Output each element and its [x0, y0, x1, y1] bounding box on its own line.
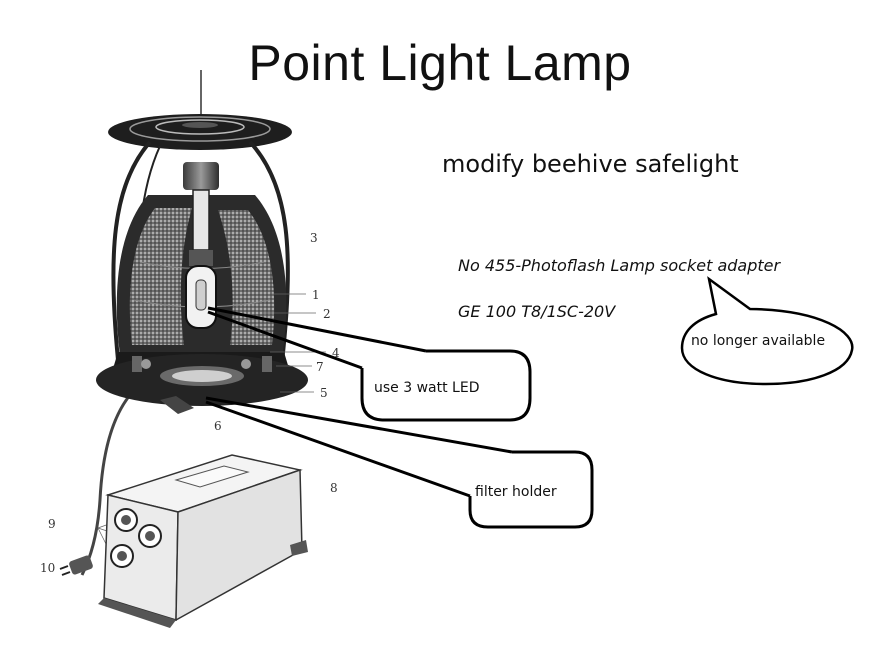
- part-number-3: 3: [310, 231, 318, 245]
- callout-availability-bubble: [680, 276, 854, 386]
- part-number-4: 4: [332, 346, 340, 360]
- outlet-sockets: [110, 508, 162, 568]
- callout-filter-tail: [205, 396, 513, 498]
- lamp-top-disk: [108, 114, 292, 150]
- callout-filter-bubble: [468, 450, 594, 529]
- note-socket-adapter: No 455-Photoflash Lamp socket adapter: [458, 256, 781, 275]
- callout-led-tail: [207, 306, 427, 370]
- callout-led-bubble: [360, 349, 532, 422]
- callout-filter-text: filter holder: [475, 484, 557, 500]
- power-plug: [59, 555, 93, 576]
- part-number-9: 9: [48, 517, 56, 531]
- lamp-bulb: [185, 265, 217, 329]
- lamp-socket: [183, 162, 219, 266]
- part-number-6: 6: [214, 419, 222, 433]
- slide-subtitle: modify beehive safelight: [442, 150, 739, 178]
- part-number-8: 8: [330, 481, 338, 495]
- power-cord: [80, 394, 132, 576]
- part-number-5: 5: [320, 386, 328, 400]
- part-number-1: 1: [312, 288, 320, 302]
- transformer-box: [98, 454, 308, 628]
- part-number-2: 2: [323, 307, 331, 321]
- lamp-base: [96, 352, 308, 414]
- callout-led-text: use 3 watt LED: [374, 380, 480, 396]
- note-bulb-model: GE 100 T8/1SC-20V: [458, 302, 616, 321]
- callout-availability-text: no longer available: [690, 333, 826, 349]
- part-number-7: 7: [316, 360, 324, 374]
- slide-title: Point Light Lamp: [248, 35, 632, 91]
- part-number-10: 10: [40, 561, 55, 575]
